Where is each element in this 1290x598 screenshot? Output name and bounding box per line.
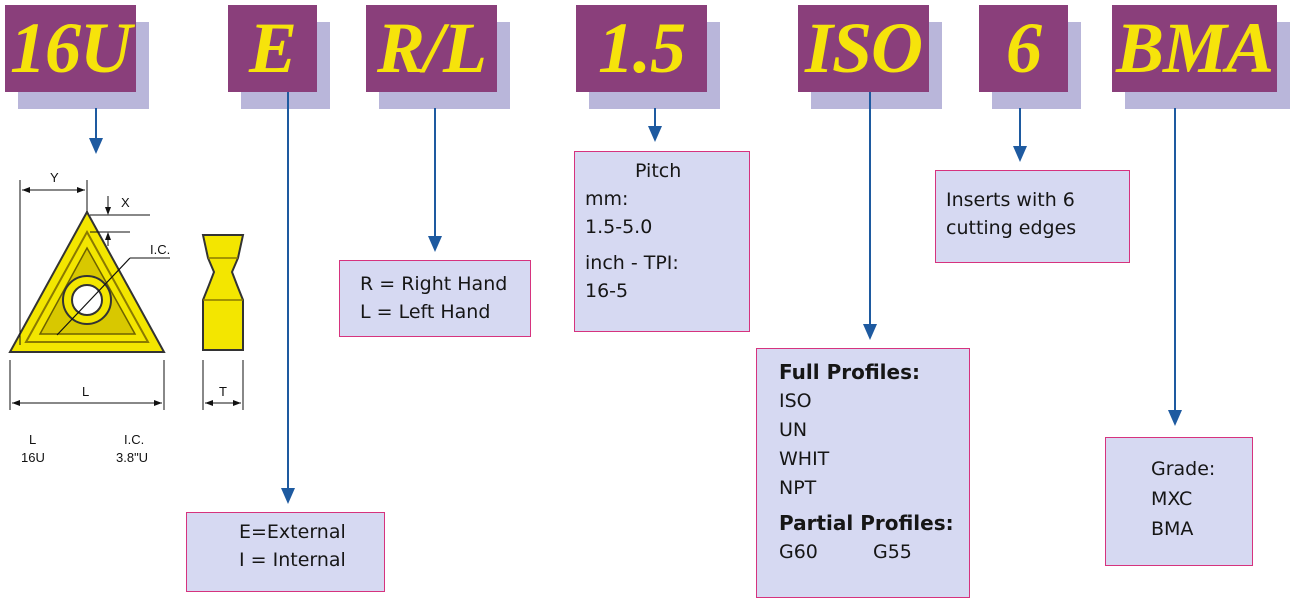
arrowhead-iso — [863, 324, 877, 340]
profile-whit: WHIT — [779, 448, 830, 470]
external-label: E=External — [239, 521, 346, 543]
header-6-text: 6 — [979, 5, 1068, 92]
profile-un: UN — [779, 419, 808, 441]
pitch-inch-label: inch - TPI: — [585, 252, 679, 274]
external-internal-box: E=External I = Internal — [186, 512, 385, 592]
grade-bma: BMA — [1151, 518, 1194, 540]
partial-profiles-title: Partial Profiles: — [779, 511, 954, 535]
arrowhead-bma — [1168, 410, 1182, 426]
arrowhead-pitch — [648, 126, 662, 142]
header-iso: ISO — [798, 5, 942, 109]
connector-arrows — [89, 92, 1182, 504]
profile-g60: G60 — [779, 541, 818, 563]
profile-iso: ISO — [779, 390, 812, 412]
table-col2-header: I.C. — [124, 432, 145, 447]
hand-box: R = Right Hand L = Left Hand — [339, 260, 531, 337]
pitch-inch-range: 16-5 — [585, 280, 629, 302]
partial-profile-row: G60 G55 — [779, 538, 969, 567]
dim-ic-label: I.C. — [150, 242, 171, 257]
arrowhead-16u — [89, 138, 103, 154]
header-iso-text: ISO — [798, 5, 929, 92]
header-16u-text: 16U — [5, 5, 136, 92]
header-pitch: 1.5 — [576, 5, 720, 109]
internal-label: I = Internal — [239, 549, 346, 571]
header-rl: R/L — [366, 5, 510, 109]
arrowhead-e — [281, 488, 295, 504]
grade-box: Grade: MXC BMA — [1105, 437, 1253, 566]
insert-drawing — [8, 180, 245, 410]
edges-box: Inserts with 6 cutting edges — [935, 170, 1130, 263]
full-profiles-title: Full Profiles: — [779, 360, 920, 384]
dim-t-label: T — [219, 384, 227, 399]
edges-line2: cutting edges — [946, 217, 1077, 239]
dim-l-label: L — [82, 384, 90, 399]
pitch-box: Pitch mm: 1.5-5.0 inch - TPI: 16-5 — [574, 151, 750, 332]
edges-line1: Inserts with 6 — [946, 189, 1075, 211]
header-e-text: E — [228, 5, 317, 92]
arrowhead-6 — [1013, 146, 1027, 162]
pitch-mm-range: 1.5-5.0 — [585, 216, 653, 238]
header-16u: 16U — [5, 5, 149, 109]
left-hand-label: L = Left Hand — [360, 301, 491, 323]
grade-label: Grade: — [1151, 458, 1216, 480]
pitch-title: Pitch — [635, 160, 682, 182]
pitch-mm-label: mm: — [585, 188, 629, 210]
header-bma: BMA — [1112, 5, 1290, 109]
right-hand-label: R = Right Hand — [360, 273, 508, 295]
header-bma-text: BMA — [1112, 5, 1277, 92]
table-col1-value: 16U — [21, 450, 45, 465]
header-6: 6 — [979, 5, 1081, 109]
profiles-box: Full Profiles: ISO UN WHIT NPT Partial P… — [756, 348, 970, 598]
header-e: E — [228, 5, 330, 109]
table-col1-header: L — [29, 432, 37, 447]
table-col2-value: 3.8"U — [116, 450, 149, 465]
grade-mxc: MXC — [1151, 488, 1193, 510]
arrowhead-rl — [428, 236, 442, 252]
profile-g55: G55 — [873, 541, 912, 563]
header-pitch-text: 1.5 — [576, 5, 707, 92]
dim-x-label: X — [121, 195, 130, 210]
dim-y-label: Y — [50, 170, 59, 185]
insert-side-view — [201, 234, 245, 351]
header-rl-text: R/L — [366, 5, 497, 92]
profile-npt: NPT — [779, 477, 817, 499]
